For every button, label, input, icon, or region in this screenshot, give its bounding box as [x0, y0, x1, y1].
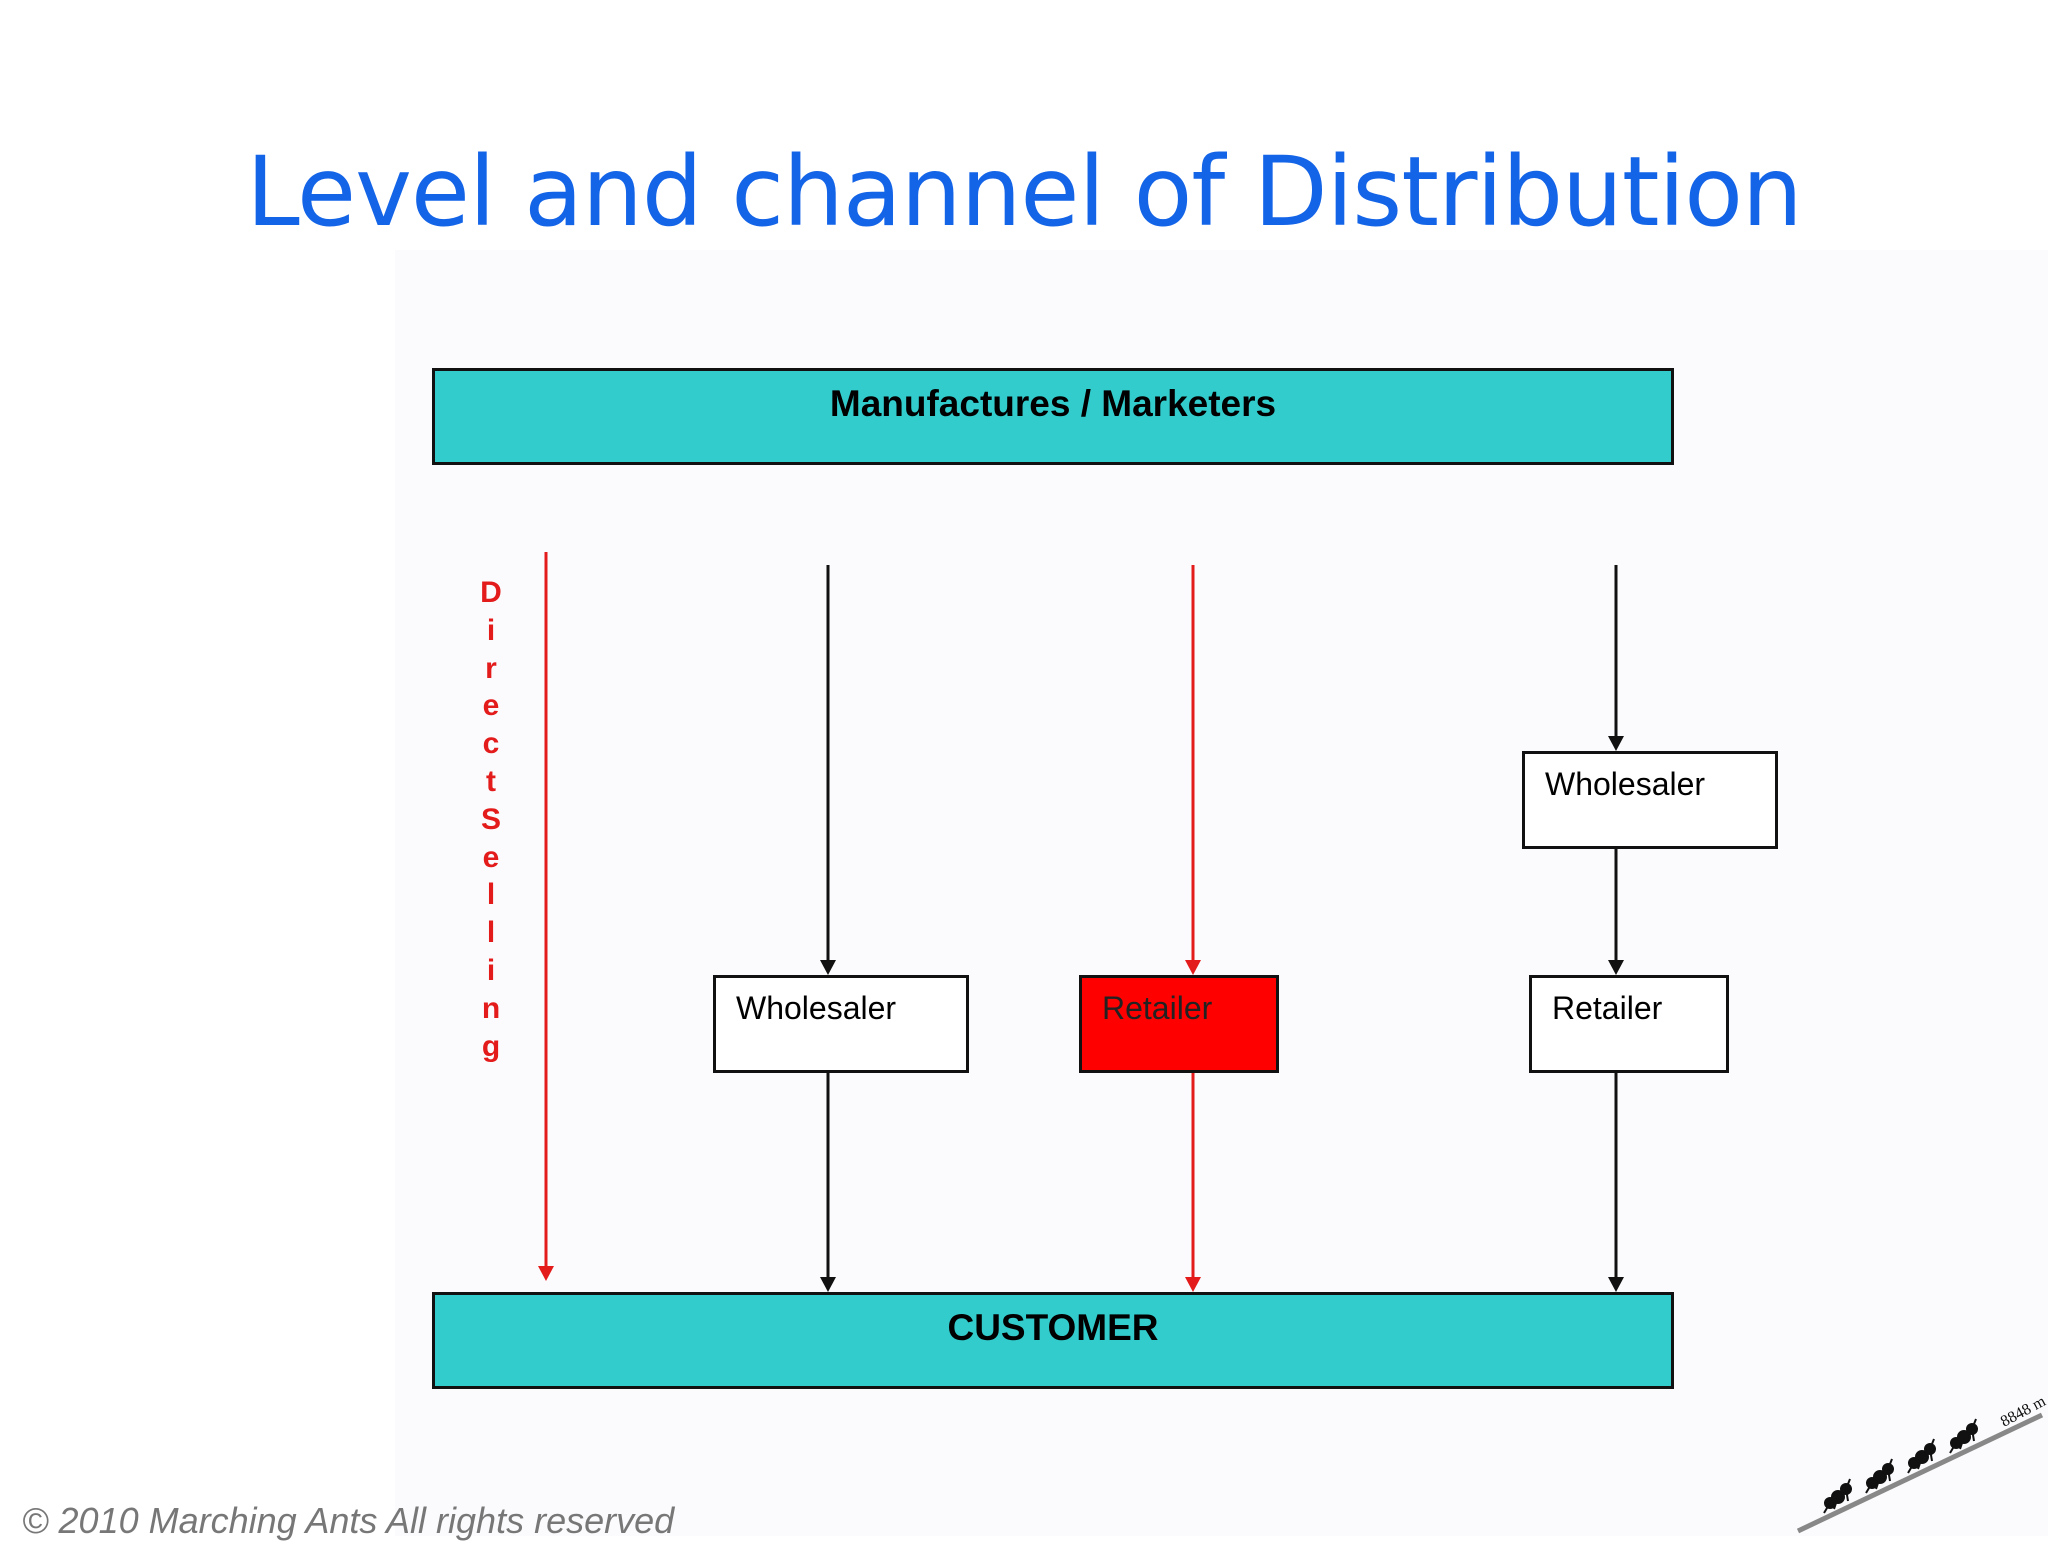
wholesaler-box-channel-4: Wholesaler	[1522, 751, 1778, 849]
retailer-box-channel-3: Retailer	[1079, 975, 1279, 1073]
customer-band: CUSTOMER	[432, 1292, 1674, 1389]
channel-2-arrowhead-top	[820, 960, 836, 975]
direct-selling-arrowhead	[538, 1266, 554, 1281]
wholesaler-label: Wholesaler	[1545, 766, 1706, 802]
direct-selling-letter: t	[486, 764, 496, 798]
channel-2-arrowhead-bottom	[820, 1277, 836, 1292]
direct-selling-letter: l	[486, 878, 496, 912]
direct-selling-letter: D	[480, 576, 502, 609]
retailer-label: Retailer	[1102, 990, 1213, 1026]
direct-selling-letter: e	[482, 689, 500, 723]
direct-selling-letter: i	[486, 613, 496, 647]
channel-3-arrowhead-top	[1185, 960, 1201, 975]
direct-selling-letter: S	[480, 802, 501, 836]
marching-ants-logo: 8848 m	[1796, 1393, 2048, 1534]
direct-selling-letter: n	[481, 991, 501, 1025]
manufacturers-band: Manufactures / Marketers	[432, 368, 1674, 465]
channel-4-arrowhead-top	[1608, 736, 1624, 751]
direct-selling-letter: i	[486, 953, 496, 987]
manufacturers-label: Manufactures / Marketers	[829, 383, 1277, 424]
retailer-box-channel-4: Retailer	[1529, 975, 1729, 1073]
channel-4-arrowhead-bottom	[1608, 1277, 1624, 1292]
copyright-footer: © 2010 Marching Ants All rights reserved	[22, 1500, 675, 1541]
slide-title: Level and channel of Distribution	[246, 136, 1803, 248]
direct-selling-letter: c	[482, 727, 500, 761]
direct-selling-letter: r	[485, 651, 497, 685]
channel-3-arrowhead-bottom	[1185, 1277, 1201, 1292]
wholesaler-label: Wholesaler	[736, 990, 897, 1026]
channel-4-arrowhead-mid	[1608, 960, 1624, 975]
retailer-label: Retailer	[1552, 990, 1663, 1026]
direct-selling-letter: e	[482, 840, 500, 874]
customer-label: CUSTOMER	[947, 1307, 1159, 1348]
wholesaler-box-channel-2: Wholesaler	[713, 975, 969, 1073]
direct-selling-letter: l	[486, 916, 496, 950]
direct-selling-letter: g	[481, 1029, 501, 1063]
